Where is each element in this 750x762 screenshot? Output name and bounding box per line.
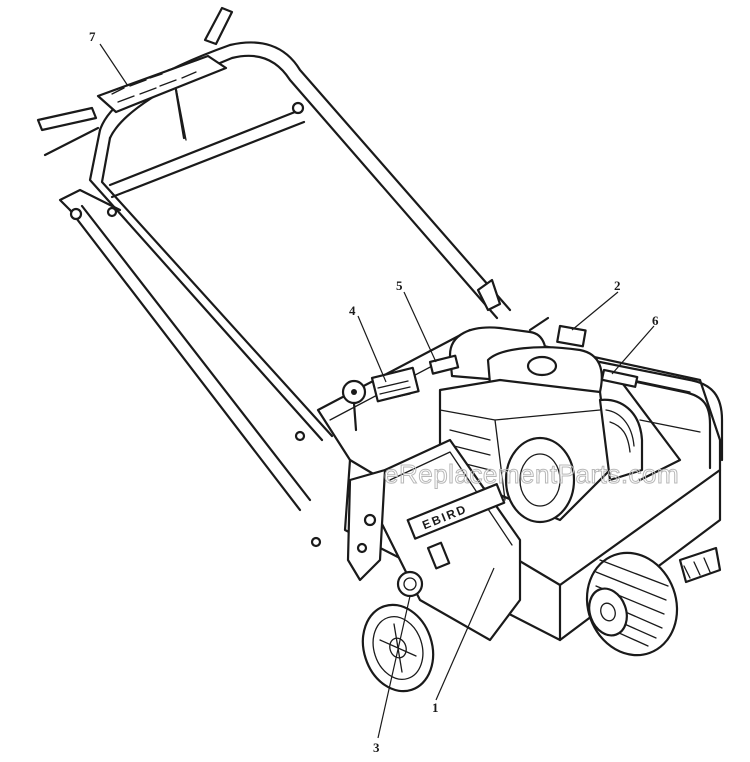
- warning-decal-5: [428, 354, 460, 375]
- callout-labels: 7 2 6 4 5 1 3: [89, 29, 659, 755]
- leader-2: [571, 291, 619, 331]
- callout-leaders: [99, 43, 655, 739]
- leader-1: [435, 567, 495, 701]
- callout-2: 2: [614, 278, 621, 293]
- rear-tines: [678, 546, 722, 584]
- callout-4: 4: [349, 303, 356, 318]
- control-decal-plate: [96, 54, 228, 114]
- leader-5: [403, 291, 437, 363]
- wheel-bearing: [396, 570, 424, 598]
- callout-1: 1: [432, 700, 439, 715]
- leader-3: [377, 595, 411, 739]
- callout-3: 3: [373, 740, 380, 755]
- engine: [438, 278, 644, 524]
- leader-6: [611, 325, 655, 375]
- callout-6: 6: [652, 313, 659, 328]
- leader-4: [357, 315, 387, 383]
- engine-decal: [600, 368, 639, 388]
- handle-assembly: [36, 6, 512, 548]
- callout-7: 7: [89, 29, 96, 44]
- callout-5: 5: [396, 278, 403, 293]
- throttle-decal: [556, 324, 587, 348]
- rear-wheel: [585, 551, 679, 657]
- brand-decal: EBIRD: [406, 483, 506, 540]
- leader-7: [99, 43, 129, 87]
- watermark: eReplacementParts.com: [384, 459, 679, 489]
